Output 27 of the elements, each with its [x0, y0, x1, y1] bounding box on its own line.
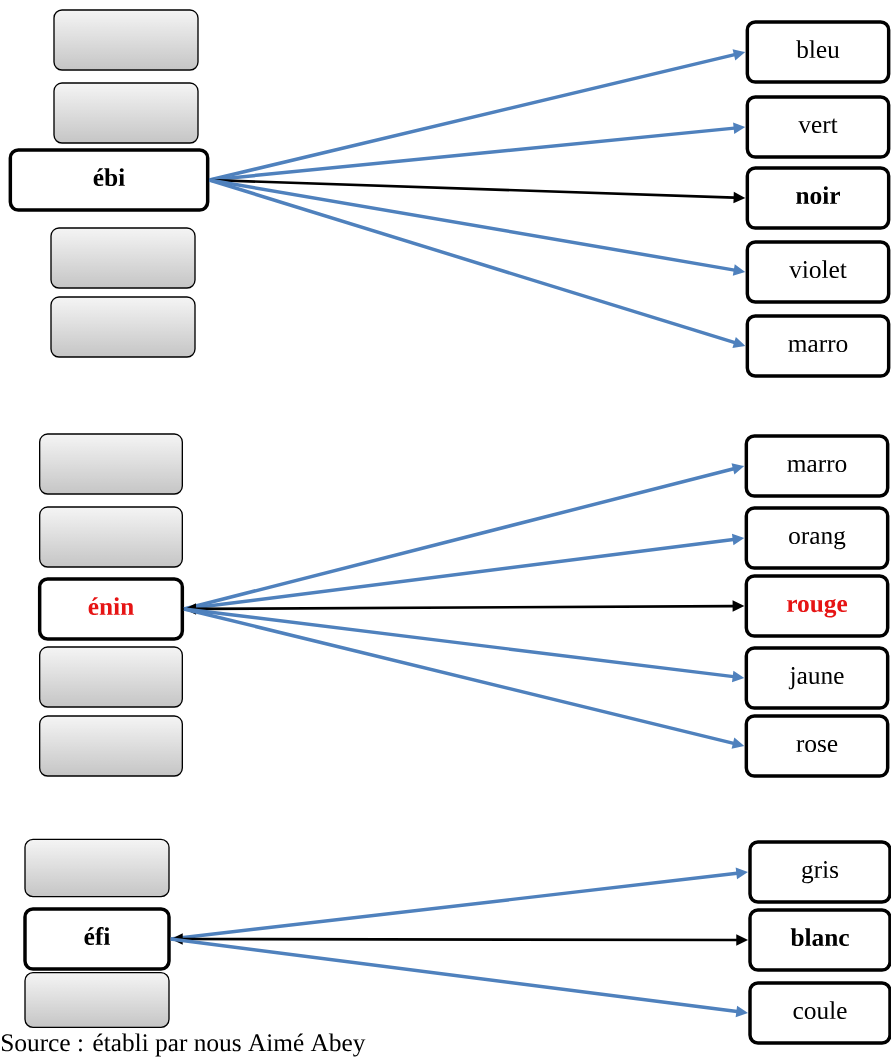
label-box: noir — [745, 166, 891, 230]
label-box: rose — [744, 714, 890, 778]
label-box: éfi — [23, 907, 171, 971]
label-box: violet — [745, 240, 891, 304]
empty-box — [39, 506, 183, 568]
label-box: rouge — [744, 574, 890, 638]
label-box: jaune — [744, 646, 890, 710]
label-box: marro — [745, 314, 891, 378]
label-box: blanc — [748, 908, 891, 972]
empty-box — [39, 715, 183, 777]
empty-box — [39, 433, 183, 495]
empty-box — [50, 296, 196, 358]
empty-box — [53, 9, 199, 71]
empty-box — [24, 838, 170, 898]
label-box: énin — [37, 577, 185, 641]
empty-box — [50, 227, 196, 289]
empty-box — [39, 646, 183, 708]
label-box: gris — [748, 840, 891, 904]
empty-box — [53, 82, 199, 144]
label-box: vert — [745, 95, 891, 159]
label-box: ébi — [8, 148, 210, 212]
label-box: marro — [744, 434, 890, 498]
label-box: coule — [748, 981, 891, 1045]
caption: Source : établi par nous Aimé Abey — [1, 1033, 366, 1057]
label-box: bleu — [745, 20, 891, 84]
empty-box — [24, 972, 170, 1028]
label-box: orang — [744, 506, 890, 570]
